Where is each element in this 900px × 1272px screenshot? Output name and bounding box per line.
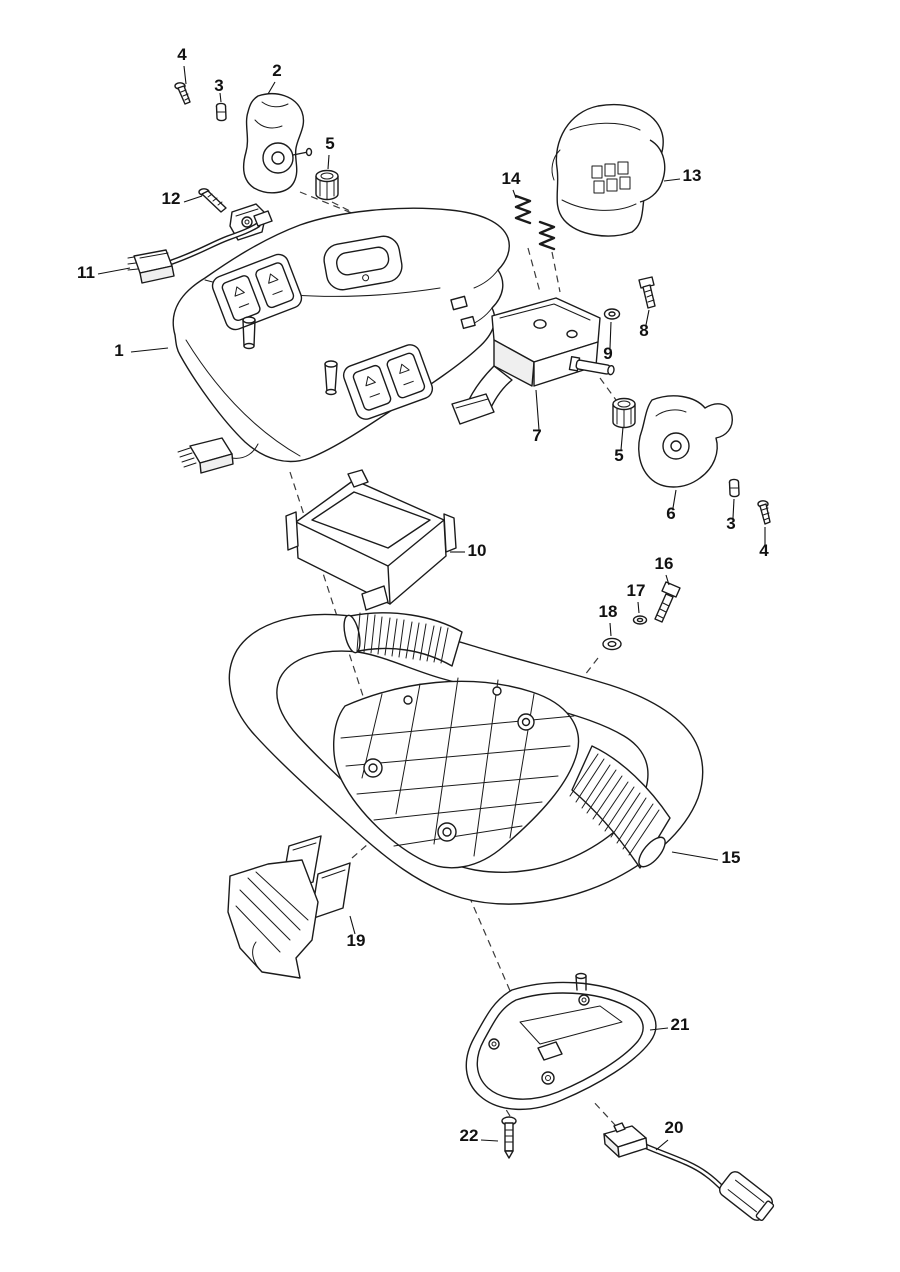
callout-13: 13 — [683, 166, 702, 185]
callout-14: 14 — [502, 169, 521, 188]
part-22-screw — [501, 1116, 517, 1159]
part-13-grid-detail — [591, 161, 631, 194]
callout-21: 21 — [671, 1015, 690, 1034]
trim-switch-panel-a — [211, 253, 303, 331]
callout-7: 7 — [532, 426, 541, 445]
callout-20: 20 — [665, 1118, 684, 1137]
callout-1: 1 — [114, 341, 123, 360]
callout-5-top: 5 — [325, 134, 334, 153]
part-10-lower-tray — [285, 469, 457, 611]
cover-guide-posts — [242, 316, 338, 396]
cover-connector — [177, 437, 259, 474]
callout-3-top: 3 — [214, 76, 223, 95]
callout-8: 8 — [639, 321, 648, 340]
callout-16: 16 — [655, 554, 674, 573]
callout-2: 2 — [272, 61, 281, 80]
callout-15: 15 — [722, 848, 741, 867]
handlebar-center-plate — [333, 677, 580, 869]
callout-10: 10 — [468, 541, 487, 560]
part-1-main-cover — [172, 207, 510, 474]
callout-5-mid: 5 — [614, 446, 623, 465]
callout-leader-lines — [97, 65, 766, 1151]
bracket-shaft — [568, 355, 615, 376]
trim-switch-panel-b — [342, 344, 434, 420]
handlebar-left-grip — [343, 612, 463, 667]
callout-12: 12 — [162, 189, 181, 208]
part-8-bolt — [638, 276, 656, 309]
part-9-washer — [603, 308, 621, 320]
part-6-side-housing — [638, 395, 733, 488]
part-7-mounting-bracket — [451, 297, 615, 425]
part-3-spacer-top — [215, 102, 227, 122]
part-14-springs — [514, 194, 556, 251]
part-20-harness — [603, 1122, 775, 1222]
callout-9: 9 — [603, 344, 612, 363]
part-5-bushing-top — [315, 169, 339, 201]
harness-plug — [719, 1171, 775, 1222]
handlebar-right-grip — [569, 745, 671, 869]
part-18-washer — [602, 637, 622, 651]
part-11-wiring-harness — [127, 210, 273, 284]
callout-6: 6 — [666, 504, 675, 523]
part-12-screw — [198, 188, 227, 213]
part-21-bottom-housing — [465, 972, 657, 1110]
part-16-bolt — [654, 581, 681, 623]
part-15-handlebar-assembly — [228, 612, 704, 905]
handle-recess — [323, 235, 403, 291]
callout-17: 17 — [627, 581, 646, 600]
callout-numbers: 4 3 2 5 12 11 1 14 13 8 9 7 5 6 3 4 10 1… — [77, 45, 769, 1145]
callout-22: 22 — [460, 1126, 479, 1145]
part-13-upper-housing — [551, 104, 666, 237]
part-4-screw-top — [174, 82, 191, 105]
callout-4-mid: 4 — [759, 541, 769, 560]
part-17-washer — [632, 615, 648, 625]
callout-19: 19 — [347, 931, 366, 950]
callout-4-top: 4 — [177, 45, 187, 64]
part-4-screw-mid — [757, 500, 771, 525]
section-cutaway — [227, 859, 319, 979]
callout-18: 18 — [599, 602, 618, 621]
part-2-bracket-housing — [242, 93, 313, 194]
part-3-spacer-mid — [728, 478, 740, 498]
callout-11: 11 — [77, 263, 95, 282]
part-5-bushing-mid — [612, 397, 636, 429]
callout-3-mid: 3 — [726, 514, 735, 533]
